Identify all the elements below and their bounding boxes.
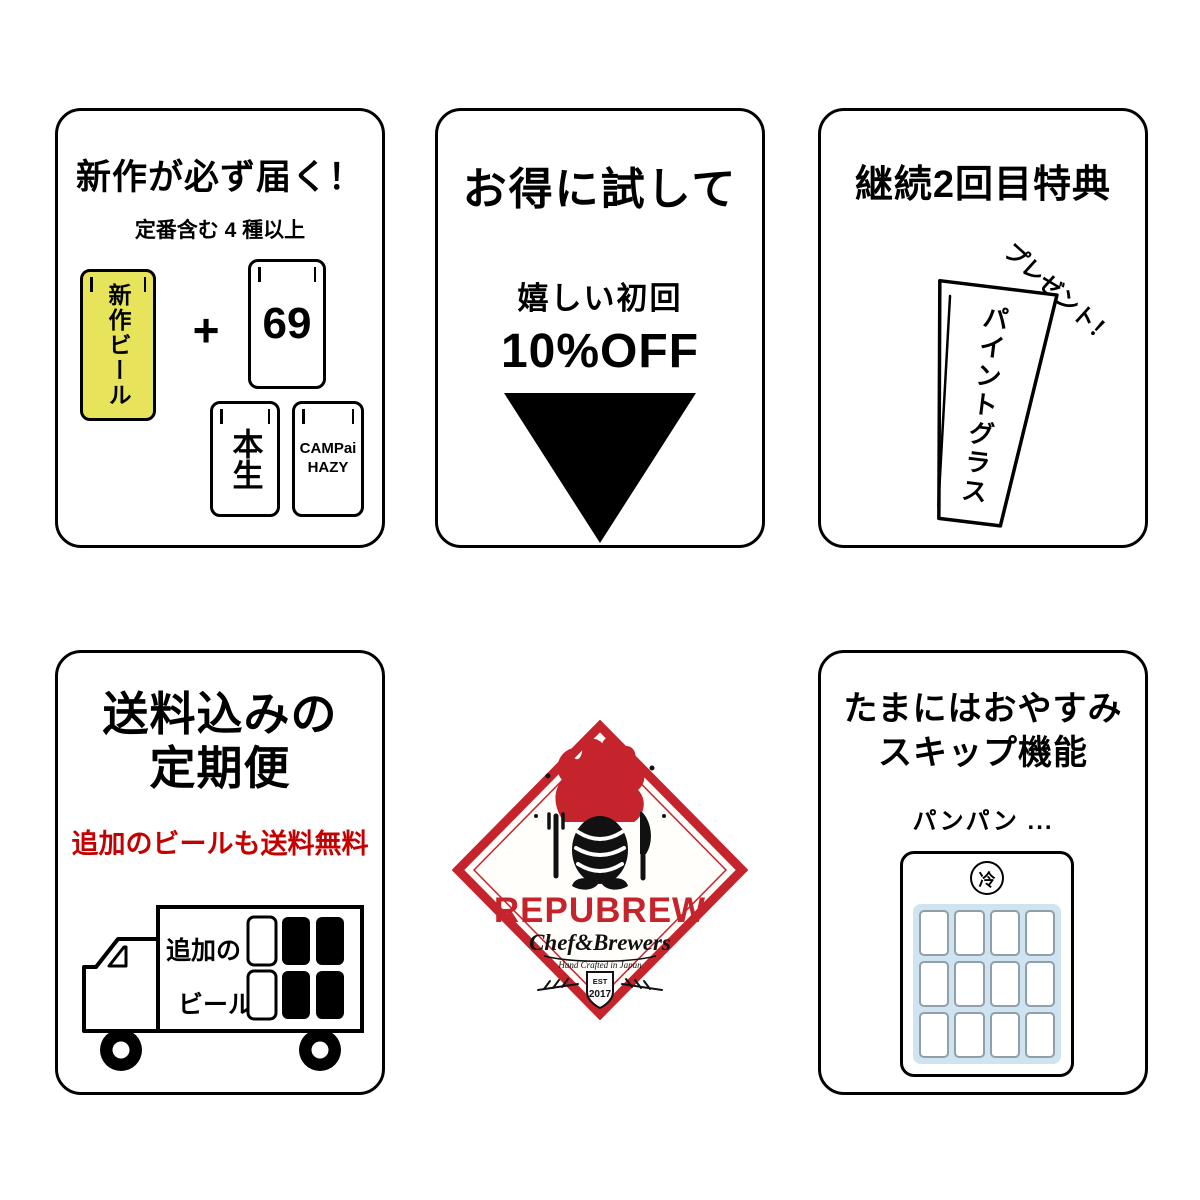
fridge-interior [913, 904, 1061, 1064]
hop-icon [572, 816, 628, 884]
fridge-can [1024, 1012, 1055, 1058]
plus-icon: + [192, 304, 220, 356]
arrow-down-icon [504, 393, 696, 543]
flame-icon [555, 736, 645, 822]
panel-trial-discount: お得に試して 嬉しい初回 10%OFF [435, 108, 765, 548]
beer-can-campai: CAMPai HAZY [292, 401, 364, 517]
new-beer-can: 新作ビール [80, 269, 156, 421]
discount-offer: 10%OFF [500, 325, 700, 378]
panel-new-release: 新作が必ず届く！ 定番含む 4 種以上 新作ビール + 69 本生 CAMPai… [55, 108, 385, 548]
fridge-can [919, 910, 950, 956]
new-release-title: 新作が必ず届く！ [75, 158, 364, 197]
fridge-can [919, 961, 950, 1007]
fridge-can [989, 1012, 1020, 1058]
benefit-title: 継続2回目特典 [854, 164, 1112, 206]
brand-tagline: Hand Crafted in Japan [557, 960, 642, 970]
fridge-can [954, 961, 985, 1007]
beer-can-honnama-label: 本生 [227, 428, 263, 490]
barley-right-icon [621, 978, 663, 991]
fridge-can [954, 1012, 985, 1058]
fridge-illustration: 冷 [900, 851, 1074, 1077]
beer-can-69-label: 69 [262, 299, 312, 348]
beer-can-69: 69 [248, 259, 326, 389]
est-year: 2017 [589, 989, 612, 1000]
fridge-can [989, 910, 1020, 956]
fridge-can [954, 910, 985, 956]
skip-note: パンパン ... [912, 808, 1054, 836]
fridge-can [1024, 910, 1055, 956]
fridge-cold-badge: 冷 [970, 861, 1004, 895]
est-label: EST [593, 977, 608, 986]
new-release-subtitle: 定番含む 4 種以上 [134, 219, 306, 242]
repubrew-logo-graphic: REPUBREW Chef&Brewers Hand Crafted in Ja… [451, 719, 749, 1021]
beer-can-campai-line1: CAMPai [299, 440, 357, 458]
pint-glass-icon [937, 278, 1059, 528]
mustache-icon [572, 878, 628, 890]
skip-title: たまにはおやすみ スキップ機能 [821, 687, 1145, 775]
trial-subtitle: 嬉しい初回 [517, 281, 683, 316]
fork-icon [547, 812, 565, 879]
fridge-can [919, 1012, 950, 1058]
shipping-title-line1: 送料込みの [102, 688, 338, 740]
repubrew-logo: REPUBREW Chef&Brewers Hand Crafted in Ja… [451, 719, 749, 1021]
truck-cargo-text-line2: ビール [178, 991, 253, 1019]
barley-left-icon [537, 978, 579, 991]
new-beer-can-label: 新作ビール [105, 282, 131, 408]
delivery-truck-illustration: 追加の ビール [82, 905, 364, 1071]
truck-cargo-text-line1: 追加の [166, 936, 241, 965]
brand-script: Chef&Brewers [529, 930, 671, 955]
beer-can-campai-line2: HAZY [307, 459, 349, 476]
shipping-title-line2: 定期便 [149, 742, 291, 795]
skip-title-line1: たまにはおやすみ [843, 690, 1123, 728]
shipping-highlight: 追加のビールも送料無料 [71, 828, 369, 859]
trial-title: お得に試して [462, 165, 738, 214]
pint-glass-illustration: パイントグラス [890, 272, 1077, 537]
pint-glass-label: パイントグラス [956, 302, 1011, 508]
cargo-beer-cans [246, 915, 344, 1021]
shipping-title: 送料込みの 定期便 [58, 687, 382, 796]
fridge-can [989, 961, 1020, 1007]
fridge-can [1024, 961, 1055, 1007]
beer-can-honnama: 本生 [210, 401, 280, 517]
knife-icon [640, 812, 651, 881]
panel-skip-function: たまにはおやすみ スキップ機能 パンパン ... 冷 [818, 650, 1148, 1095]
panel-shipping-included: 送料込みの 定期便 追加のビールも送料無料 追加の ビール [55, 650, 385, 1095]
brand-name: REPUBREW [494, 891, 706, 930]
est-shield: EST 2017 [537, 971, 663, 1010]
skip-title-line2: スキップ機能 [878, 734, 1088, 773]
panel-second-order-benefit: 継続2回目特典 プレゼント！ パイントグラス [818, 108, 1148, 548]
